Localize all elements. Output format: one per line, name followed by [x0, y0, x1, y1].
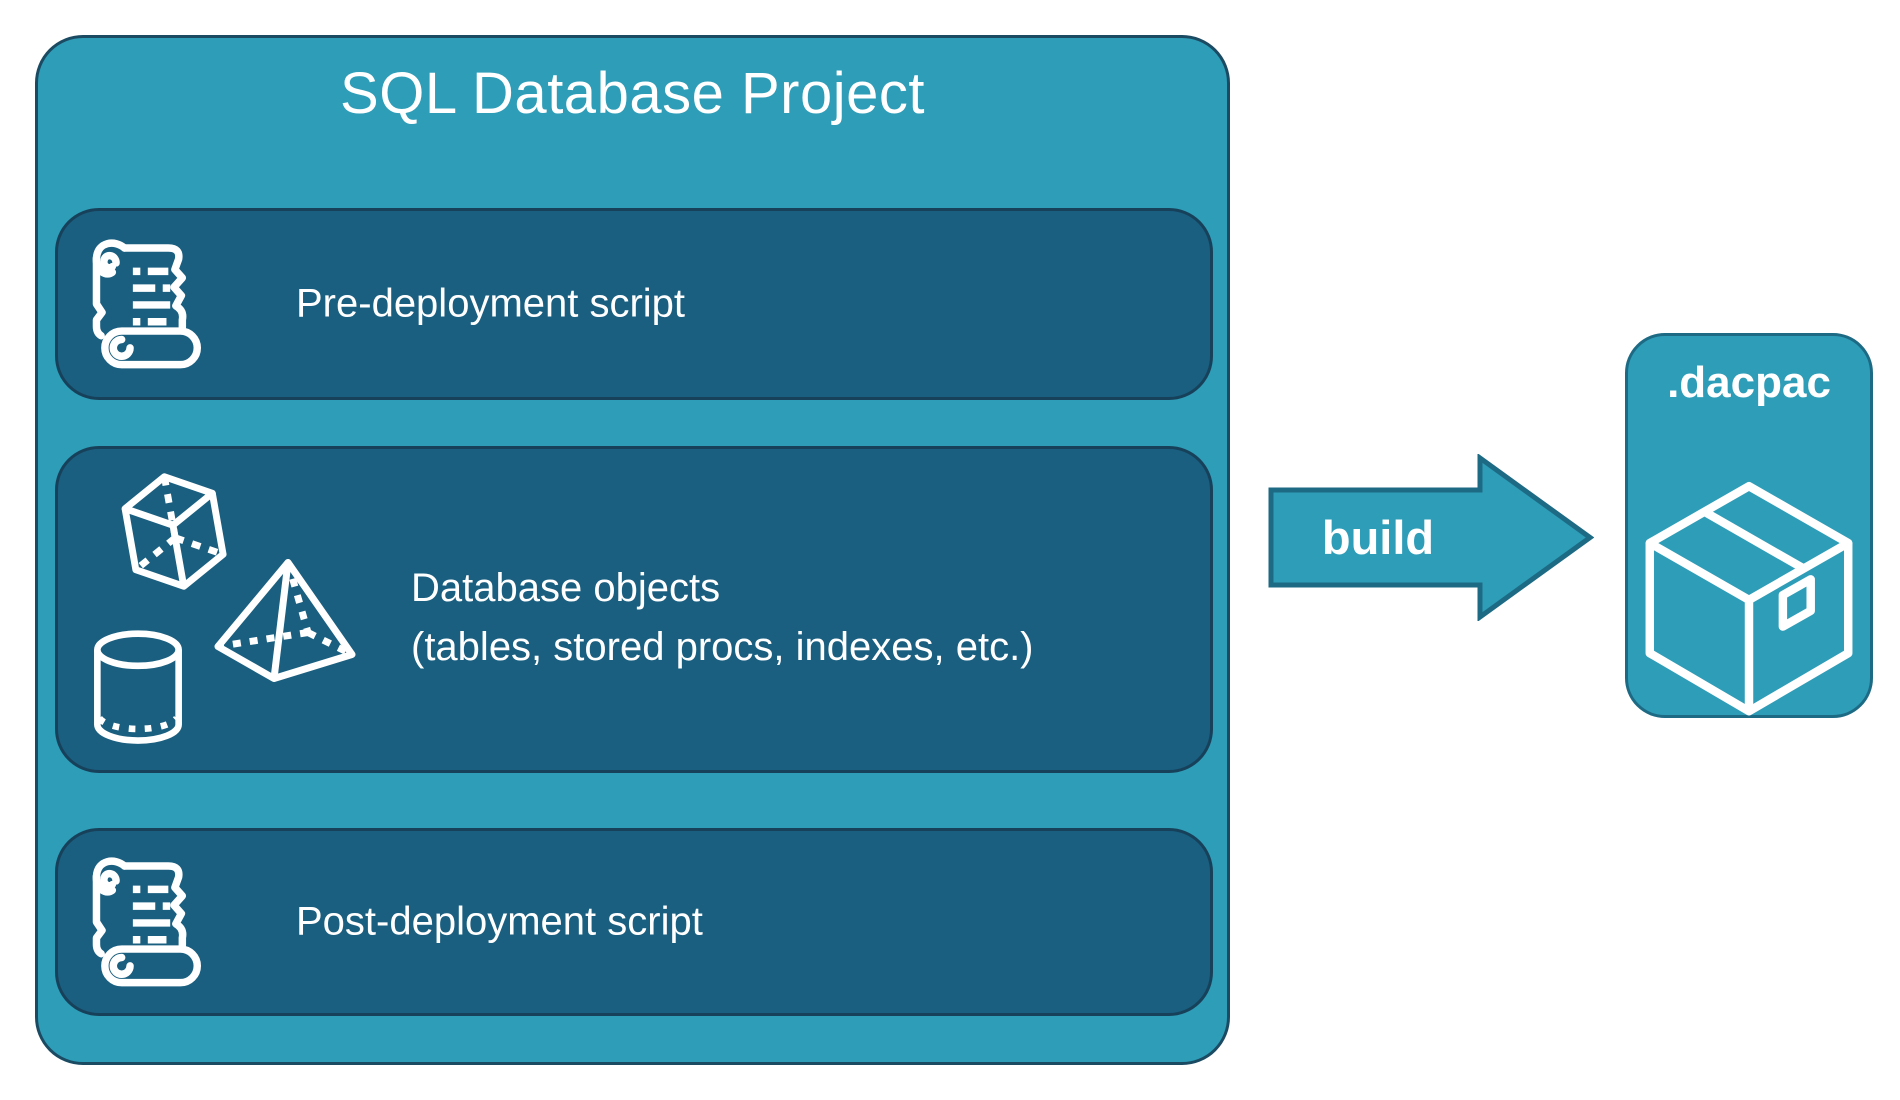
build-arrow: build — [1268, 454, 1594, 621]
post-deployment-script-box: Post-deployment script — [55, 828, 1213, 1016]
dacpac-label: .dacpac — [1667, 358, 1831, 407]
diagram-title: SQL Database Project — [340, 61, 925, 126]
cube-icon — [104, 458, 244, 605]
scroll-icon — [84, 852, 206, 992]
pre-deployment-script-box: Pre-deployment script — [55, 208, 1213, 400]
build-arrow-label: build — [1321, 511, 1435, 564]
database-objects-box: Database objects (tables, stored procs, … — [55, 446, 1213, 773]
post-deployment-script-label: Post-deployment script — [296, 899, 703, 944]
sql-database-project-container: SQL Database Project — [35, 35, 1230, 1065]
database-objects-label-line1: Database objects — [411, 566, 721, 610]
pre-deployment-script-label: Pre-deployment script — [296, 281, 686, 326]
dacpac-box: .dacpac — [1625, 333, 1873, 718]
pyramid-icon — [210, 553, 360, 691]
scroll-icon — [84, 234, 206, 374]
arrow-shape — [1268, 454, 1594, 621]
package-icon — [1628, 408, 1870, 787]
database-objects-label: Database objects (tables, stored procs, … — [411, 559, 1034, 677]
cylinder-icon — [86, 625, 190, 753]
database-objects-label-line2: (tables, stored procs, indexes, etc.) — [411, 625, 1034, 669]
